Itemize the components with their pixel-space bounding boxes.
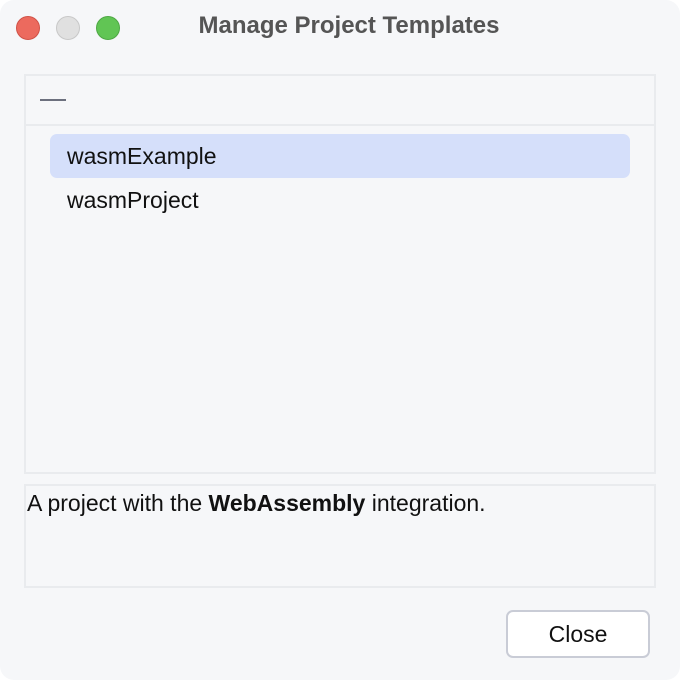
template-item-wasmproject[interactable]: wasmProject (67, 187, 199, 213)
window-minimize-button[interactable] (56, 16, 80, 40)
dialog-title: Manage Project Templates (198, 12, 500, 39)
description-bold: WebAssembly (208, 490, 366, 516)
description-prefix: A project with the (27, 490, 209, 516)
title-bar: Manage Project Templates (0, 0, 680, 56)
window-maximize-button[interactable] (96, 16, 120, 40)
close-button[interactable]: Close (506, 610, 650, 658)
templates-toolbar (26, 76, 654, 126)
templates-panel: wasmExample wasmProject (24, 74, 656, 474)
window-close-button[interactable] (16, 16, 40, 40)
description-suffix: integration. (365, 490, 486, 516)
templates-list: wasmExample wasmProject (26, 126, 654, 222)
template-description: A project with the WebAssembly integrati… (24, 484, 656, 588)
template-item-wasmexample[interactable]: wasmExample (50, 134, 630, 178)
remove-template-button[interactable] (40, 99, 66, 101)
